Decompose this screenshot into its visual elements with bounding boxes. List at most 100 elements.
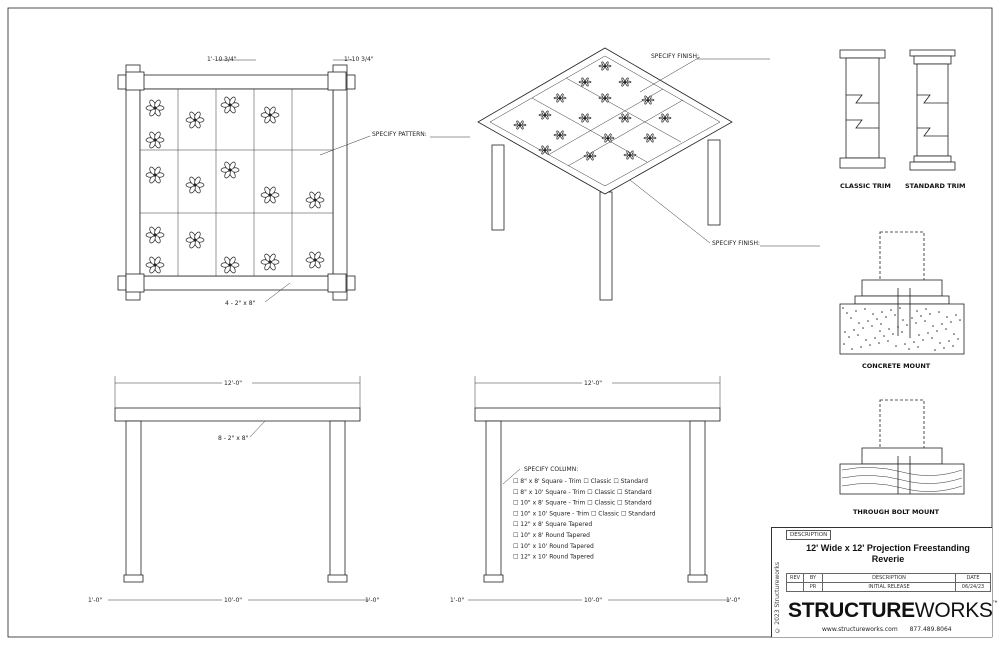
aggregate-dot (950, 321, 952, 323)
plan-dim-left: 1'-10 3/4" (207, 56, 237, 63)
flower-pattern (618, 77, 632, 87)
front-right-overhang: 1'-0" (365, 597, 379, 604)
flower-pattern (553, 93, 567, 103)
aggregate-dot (864, 308, 866, 310)
flower-pattern (220, 161, 240, 179)
column-option[interactable]: ☐ 12" x 8' Square Tapered (513, 521, 592, 528)
concrete-mount-detail: CONCRETE MOUNT (839, 231, 965, 370)
aggregate-dot (957, 338, 959, 340)
post-cap (125, 273, 145, 293)
aggregate-dot (857, 334, 859, 336)
aggregate-dot (902, 319, 904, 321)
sheet-border (7, 7, 993, 638)
aggregate-dot (904, 343, 906, 345)
aggregate-dot (895, 345, 897, 347)
column-option[interactable]: ☐ 10" x 10' Round Tapered (513, 543, 594, 550)
aggregate-dot (945, 328, 947, 330)
concrete-mount-label: CONCRETE MOUNT (862, 362, 931, 370)
aggregate-dot (843, 343, 845, 345)
by-col: BY (803, 573, 823, 583)
post-cap (327, 273, 347, 293)
aggregate-dot (909, 336, 911, 338)
copyright: © 2023 Structureworks (774, 562, 781, 634)
aggregate-dot (880, 323, 882, 325)
aggregate-dot (938, 311, 940, 313)
column-option[interactable]: ☐ 12" x 10' Round Tapered (513, 554, 594, 561)
aggregate-dot (932, 325, 934, 327)
plan-dim-right: 1'-10 3/4" (344, 56, 374, 63)
aggregate-dot (851, 348, 853, 350)
aggregate-dot (934, 349, 936, 351)
specify-column-label: SPECIFY COLUMN: (524, 466, 578, 473)
flower-pattern (658, 113, 672, 123)
flower-pattern (145, 166, 165, 184)
aggregate-dot (872, 313, 874, 315)
aggregate-dot (842, 307, 844, 309)
aggregate-dot (844, 331, 846, 333)
flower-pattern (618, 113, 632, 123)
aggregate-dot (858, 322, 860, 324)
aggregate-dot (911, 317, 913, 319)
column-option[interactable]: ☐ 10" x 8' Round Tapered (513, 532, 590, 539)
flower-pattern (598, 93, 612, 103)
post-cap (327, 71, 347, 91)
flower-pattern (578, 113, 592, 123)
specify-finish-bottom: SPECIFY FINISH: (712, 240, 760, 247)
aggregate-dot (855, 310, 857, 312)
classic-trim-label: CLASSIC TRIM (840, 182, 891, 190)
aggregate-dot (927, 332, 929, 334)
front-left-overhang: 1'-0" (88, 597, 102, 604)
aggregate-dot (865, 339, 867, 341)
flower-pattern (260, 106, 280, 124)
front-beam-note: 8 - 2" x 8" (218, 435, 249, 442)
isometric-view: SPECIFY FINISH: SPECIFY FINISH: (477, 47, 820, 301)
aggregate-dot (879, 330, 881, 332)
flower-pattern (185, 176, 205, 194)
description-col: DESCRIPTION (822, 573, 956, 583)
flower-pattern (513, 120, 527, 130)
aggregate-dot (890, 309, 892, 311)
aggregate-dot (915, 322, 917, 324)
aggregate-dot (953, 333, 955, 335)
aggregate-dot (943, 347, 945, 349)
description-cell: INITIAL RELEASE (822, 582, 956, 592)
post-cap (125, 71, 145, 91)
aggregate-dot (878, 342, 880, 344)
revision-header: REV BY DESCRIPTION DATE (786, 573, 991, 583)
side-elevation: 12'-0" SPECIFY COLUMN: ☐ 8" x 8' Square … (450, 376, 740, 604)
flower-pattern (623, 150, 637, 160)
flower-pattern (260, 186, 280, 204)
aggregate-dot (892, 333, 894, 335)
aggregate-dot (922, 339, 924, 341)
aggregate-dot (867, 320, 869, 322)
column-option[interactable]: ☐ 10" x 8' Square - Trim ☐ Classic ☐ Sta… (513, 500, 652, 507)
date-cell: 06/24/23 (955, 582, 991, 592)
aggregate-dot (906, 324, 908, 326)
aggregate-dot (885, 316, 887, 318)
description-label: DESCRIPTION (786, 530, 832, 540)
aggregate-dot (936, 330, 938, 332)
flower-pattern (578, 77, 592, 87)
aggregate-dot (848, 336, 850, 338)
website-link[interactable]: www.structureworks.com (822, 626, 898, 633)
front-elevation: 12'-0" 8 - 2" x 8" 1'-0" 10'-0" 1'-0" (88, 376, 379, 604)
aggregate-dot (853, 329, 855, 331)
by-cell: PR (803, 582, 823, 592)
flower-pattern (305, 191, 325, 209)
flower-pattern (220, 256, 240, 274)
column-option[interactable]: ☐ 10" x 10' Square - Trim ☐ Classic ☐ St… (513, 510, 656, 517)
drawing-title: 12' Wide x 12' Projection Freestanding R… (786, 543, 990, 571)
column-option[interactable]: ☐ 8" x 10' Square - Trim ☐ Classic ☐ Sta… (513, 489, 652, 496)
flower-pattern (538, 145, 552, 155)
front-span: 10'-0" (224, 597, 242, 604)
aggregate-dot (929, 313, 931, 315)
flower-pattern (583, 151, 597, 161)
aggregate-dot (913, 341, 915, 343)
revision-row: PR INITIAL RELEASE 06/24/23 (786, 582, 991, 592)
aggregate-dot (901, 331, 903, 333)
plan-beam-note: 4 - 2" x 8" (225, 300, 256, 307)
flower-pattern (553, 130, 567, 140)
column-option[interactable]: ☐ 8" x 8' Square - Trim ☐ Classic ☐ Stan… (513, 478, 648, 485)
flower-pattern (185, 231, 205, 249)
classic-trim-detail: CLASSIC TRIM (839, 49, 891, 190)
